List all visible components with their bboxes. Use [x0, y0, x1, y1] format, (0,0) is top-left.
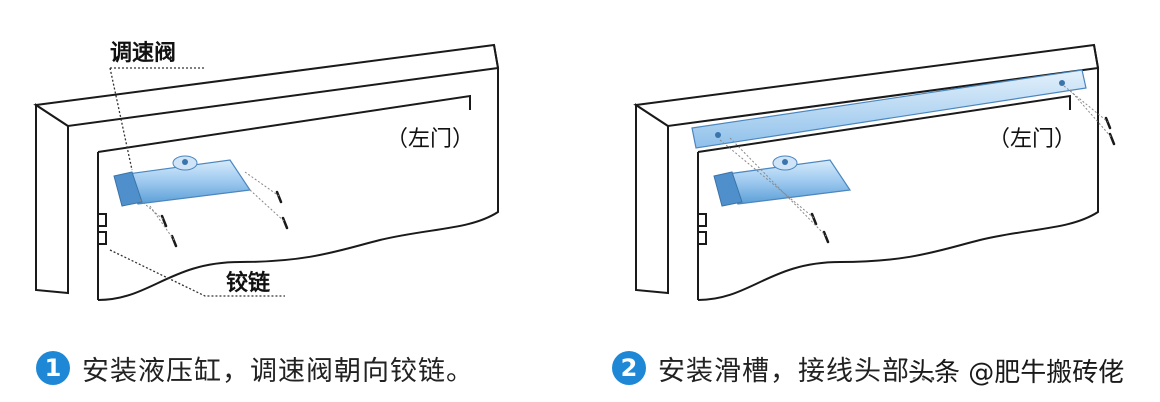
step-2-caption: 2 安装滑槽，接线头部… [612, 346, 938, 390]
step-1-number: 1 [36, 351, 70, 385]
door-label-left: （左门） [386, 127, 474, 152]
door-closer-body [113, 155, 252, 207]
screws-panel2 [810, 116, 1116, 244]
door-closer-body [713, 155, 852, 207]
step-1-text: 安装液压缸，调速阀朝向铰链。 [82, 355, 474, 387]
door-label-right: （左门） [988, 127, 1076, 152]
hinge-label: 铰链 [226, 270, 270, 296]
slide-rail [691, 69, 1087, 149]
step-2-number: 2 [612, 351, 646, 385]
watermark: 头条 @肥牛搬砖佬 [908, 358, 1125, 388]
valve-leader-line [109, 67, 205, 171]
step-1-caption: 1 安装液压缸，调速阀朝向铰链。 [36, 346, 474, 390]
hinge-leader-line [109, 249, 285, 297]
valve-label: 调速阀 [110, 40, 176, 66]
step-2-text: 安装滑槽，接线头部… [658, 355, 938, 387]
door-frame-right [633, 43, 1100, 301]
door-frame-left [33, 43, 500, 301]
screws-panel1 [160, 190, 289, 248]
